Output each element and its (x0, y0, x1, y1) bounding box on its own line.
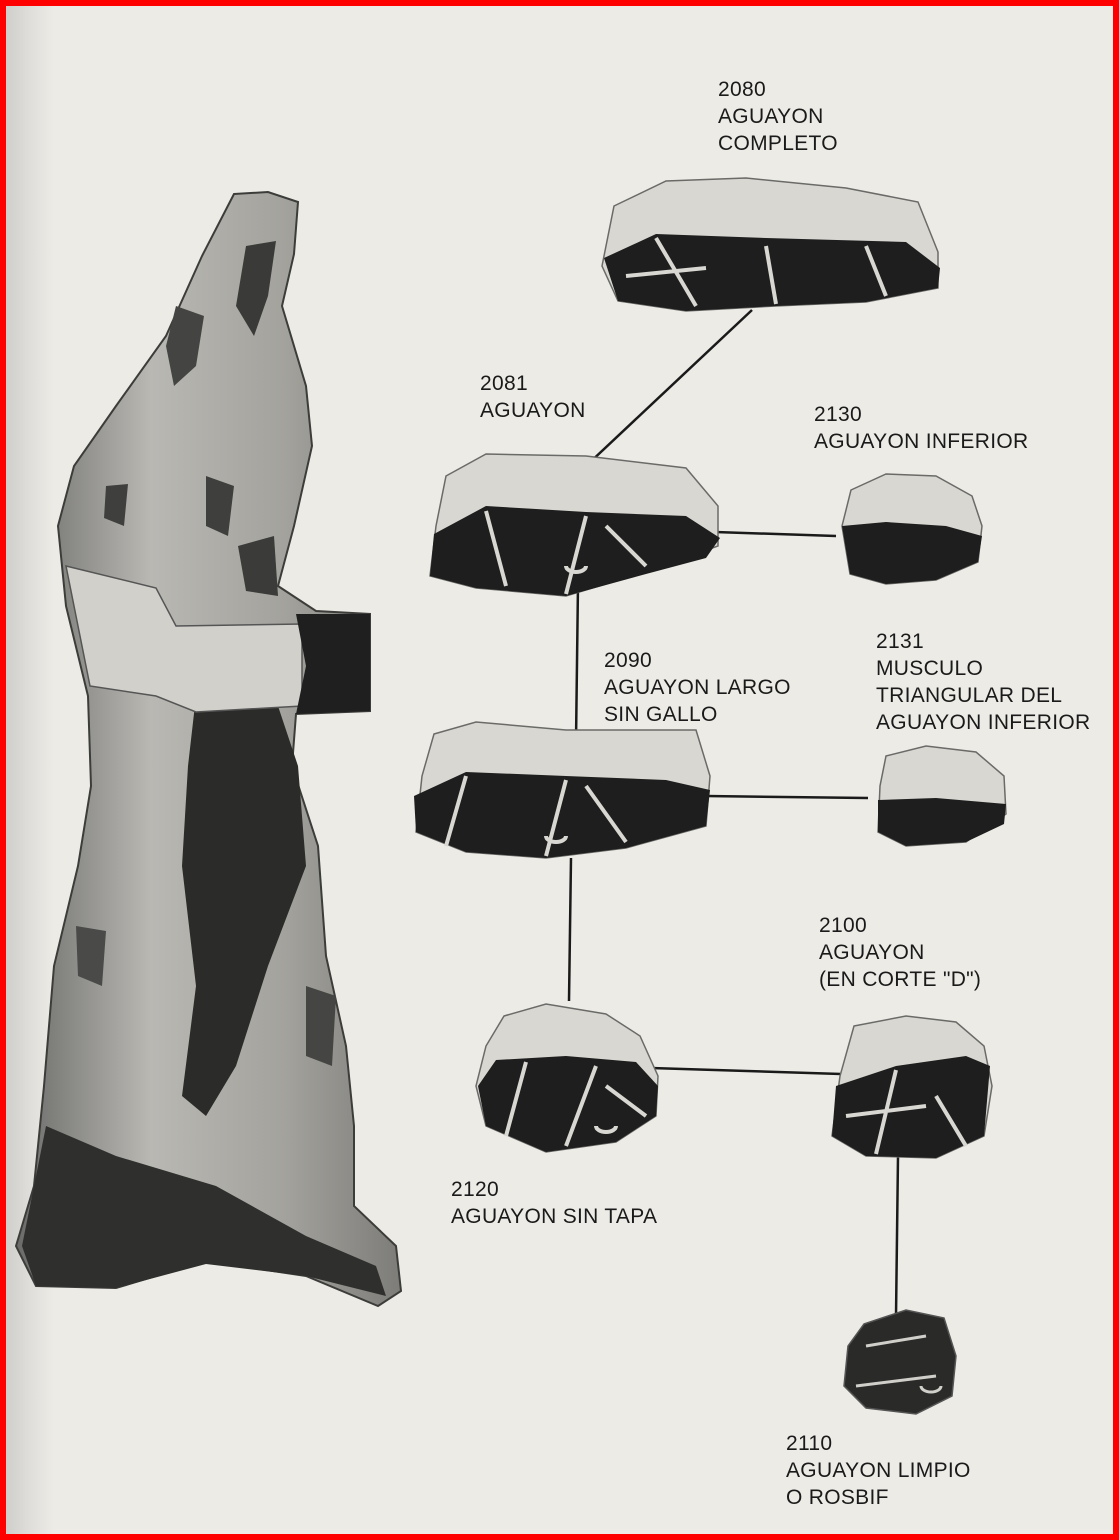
cut-2120-image (476, 1004, 658, 1152)
cut-2100-code: 2100 (819, 912, 981, 939)
cut-2100-image (832, 1016, 992, 1158)
cut-2120-line-1: AGUAYON SIN TAPA (451, 1203, 657, 1230)
cut-2080-line-1: AGUAYON (718, 103, 838, 130)
cut-2090-image (414, 722, 710, 858)
cut-2130-code: 2130 (814, 401, 1028, 428)
cut-2080-label: 2080 AGUAYON COMPLETO (718, 76, 838, 157)
cut-2090-line-1: AGUAYON LARGO (604, 674, 791, 701)
cut-2090-code: 2090 (604, 647, 791, 674)
cut-2081-line-1: AGUAYON (480, 397, 586, 424)
cut-2081-image (430, 454, 720, 596)
cut-2100-line-1: AGUAYON (819, 939, 981, 966)
carcass-cut-face (296, 614, 370, 714)
cut-2131-line-2: TRIANGULAR DEL (876, 682, 1090, 709)
cut-2131-line-1: MUSCULO (876, 655, 1090, 682)
cuts-diagram (6, 6, 1113, 1534)
cut-2131-image (878, 746, 1006, 846)
cut-2120-code: 2120 (451, 1176, 657, 1203)
cut-2110-line-2: O ROSBIF (786, 1484, 971, 1511)
cut-2081-label: 2081 AGUAYON (480, 370, 586, 424)
cut-2090-label: 2090 AGUAYON LARGO SIN GALLO (604, 647, 791, 728)
cut-2080-code: 2080 (718, 76, 838, 103)
cut-2131-line-3: AGUAYON INFERIOR (876, 709, 1090, 736)
cut-2131-label: 2131 MUSCULO TRIANGULAR DEL AGUAYON INFE… (876, 628, 1090, 736)
cut-2100-line-2: (EN CORTE "D") (819, 966, 981, 993)
carcass-hindquarter (16, 192, 401, 1306)
carcass-patch (306, 986, 336, 1066)
cut-2131-code: 2131 (876, 628, 1090, 655)
cut-2130-label: 2130 AGUAYON INFERIOR (814, 401, 1028, 455)
cut-2120-label: 2120 AGUAYON SIN TAPA (451, 1176, 657, 1230)
cut-2081-code: 2081 (480, 370, 586, 397)
cut-2080-image (602, 178, 940, 311)
connector-2090-2120 (569, 858, 571, 1001)
cut-2110-code: 2110 (786, 1430, 971, 1457)
cut-2100-label: 2100 AGUAYON (EN CORTE "D") (819, 912, 981, 993)
cut-2110-image (844, 1310, 956, 1414)
cut-2080-line-2: COMPLETO (718, 130, 838, 157)
cut-2110-line-1: AGUAYON LIMPIO (786, 1457, 971, 1484)
connector-2100-2110 (896, 1156, 898, 1316)
carcass-patch (76, 926, 106, 986)
connector-2120-2100 (651, 1068, 841, 1074)
connector-2081-2090 (576, 584, 578, 741)
cut-2130-image (842, 474, 982, 584)
cut-2090-line-2: SIN GALLO (604, 701, 791, 728)
connector-2080-2081 (586, 310, 752, 466)
cut-2130-line-1: AGUAYON INFERIOR (814, 428, 1028, 455)
connector-2090-2131 (706, 796, 868, 798)
cut-2110-label: 2110 AGUAYON LIMPIO O ROSBIF (786, 1430, 971, 1511)
